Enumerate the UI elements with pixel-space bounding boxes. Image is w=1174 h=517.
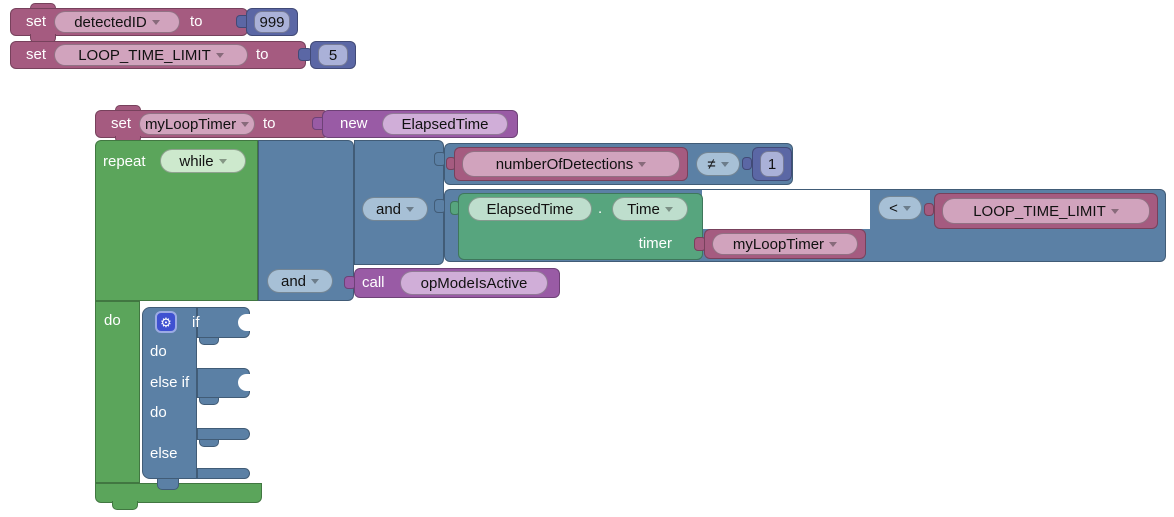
top-notch bbox=[115, 105, 141, 111]
statement-notch bbox=[199, 398, 219, 405]
do-label: do bbox=[150, 404, 167, 421]
repeat-mode: while bbox=[179, 152, 214, 170]
dropdown-arrow-icon bbox=[1110, 208, 1119, 214]
variable-name: numberOfDetections bbox=[495, 155, 634, 173]
dropdown-arrow-icon bbox=[638, 161, 647, 167]
dropdown-arrow-icon bbox=[215, 52, 224, 58]
operator: < bbox=[889, 199, 898, 217]
number-value: 5 bbox=[328, 46, 338, 64]
dropdown-arrow-icon bbox=[720, 161, 729, 167]
elapsed-time-type-field: ElapsedTime bbox=[468, 197, 592, 221]
repeat-mode-dropdown[interactable]: while bbox=[160, 149, 246, 173]
if-block-spine[interactable] bbox=[142, 307, 197, 479]
number-input-999[interactable]: 999 bbox=[254, 11, 290, 33]
variable-dropdown-my-loop-timer[interactable]: myLoopTimer bbox=[139, 113, 255, 135]
dropdown-arrow-icon bbox=[311, 278, 320, 284]
set-label: set bbox=[111, 115, 132, 132]
operator: ≠ bbox=[707, 155, 716, 173]
procedure-name-field: opModeIsActive bbox=[400, 271, 548, 295]
timer-label: timer bbox=[638, 235, 672, 252]
type-name: ElapsedTime bbox=[401, 115, 489, 133]
dot-label: . bbox=[598, 200, 603, 217]
variable-dropdown-number-of-detections[interactable]: numberOfDetections bbox=[462, 151, 680, 177]
dropdown-arrow-icon bbox=[406, 206, 415, 212]
bottom-tab bbox=[157, 479, 179, 490]
comparison-operator-dropdown[interactable]: < bbox=[878, 196, 922, 220]
else-label: else bbox=[150, 445, 178, 462]
property-name: Time bbox=[627, 200, 660, 218]
dropdown-arrow-icon bbox=[151, 19, 160, 25]
do-label: do bbox=[150, 343, 167, 360]
bottom-tab bbox=[112, 501, 138, 510]
statement-notch bbox=[199, 338, 219, 345]
puzzle-tab bbox=[924, 203, 934, 216]
dropdown-arrow-icon bbox=[664, 206, 673, 212]
top-notch bbox=[30, 3, 56, 9]
variable-dropdown-my-loop-timer-get[interactable]: myLoopTimer bbox=[712, 233, 858, 255]
and-operator-dropdown-inner[interactable]: and bbox=[362, 197, 428, 221]
property-dropdown-time[interactable]: Time bbox=[612, 197, 688, 221]
repeat-block-spine bbox=[95, 301, 140, 483]
number-value: 999 bbox=[259, 13, 285, 31]
if-label: if bbox=[192, 314, 200, 331]
to-label: to bbox=[256, 46, 269, 63]
to-label: to bbox=[190, 13, 203, 30]
puzzle-tab bbox=[742, 157, 752, 170]
comparison-operator-dropdown[interactable]: ≠ bbox=[696, 152, 740, 176]
variable-dropdown-loop-time-limit-get[interactable]: LOOP_TIME_LIMIT bbox=[942, 198, 1150, 224]
empty-area bbox=[702, 190, 870, 229]
number-input-1[interactable]: 1 bbox=[760, 151, 784, 177]
mutator-gear-icon[interactable]: ⚙ bbox=[155, 311, 177, 333]
number-input-5[interactable]: 5 bbox=[318, 44, 348, 66]
if-block-bottom-row bbox=[197, 468, 250, 479]
variable-dropdown-detected-id[interactable]: detectedID bbox=[54, 11, 180, 33]
procedure-name: opModeIsActive bbox=[420, 274, 528, 292]
call-label: call bbox=[362, 274, 385, 291]
dropdown-arrow-icon bbox=[218, 158, 227, 164]
elapsed-time-type-field: ElapsedTime bbox=[382, 113, 508, 135]
dropdown-arrow-icon bbox=[829, 241, 838, 247]
variable-name: myLoopTimer bbox=[144, 115, 237, 133]
operator: and bbox=[280, 272, 307, 290]
statement-notch bbox=[199, 440, 219, 447]
variable-name: detectedID bbox=[74, 13, 147, 31]
set-label: set bbox=[26, 13, 47, 30]
variable-name: LOOP_TIME_LIMIT bbox=[78, 46, 211, 64]
number-value: 1 bbox=[767, 155, 777, 173]
to-label: to bbox=[263, 115, 276, 132]
type-name: ElapsedTime bbox=[486, 200, 574, 218]
if-block-separator-row bbox=[197, 428, 250, 440]
else-if-label: else if bbox=[150, 374, 190, 391]
gear-glyph: ⚙ bbox=[160, 314, 172, 330]
do-label: do bbox=[104, 312, 121, 329]
variable-dropdown-loop-time-limit[interactable]: LOOP_TIME_LIMIT bbox=[54, 44, 248, 66]
variable-name: myLoopTimer bbox=[732, 235, 825, 253]
operator: and bbox=[375, 200, 402, 218]
repeat-label: repeat bbox=[103, 153, 146, 170]
and-operator-dropdown-outer[interactable]: and bbox=[267, 269, 333, 293]
empty-value-socket bbox=[238, 314, 250, 331]
dropdown-arrow-icon bbox=[241, 121, 250, 127]
set-label: set bbox=[26, 46, 47, 63]
empty-value-socket bbox=[238, 374, 250, 391]
variable-name: LOOP_TIME_LIMIT bbox=[973, 202, 1106, 220]
new-label: new bbox=[340, 115, 368, 132]
dropdown-arrow-icon bbox=[902, 205, 911, 211]
